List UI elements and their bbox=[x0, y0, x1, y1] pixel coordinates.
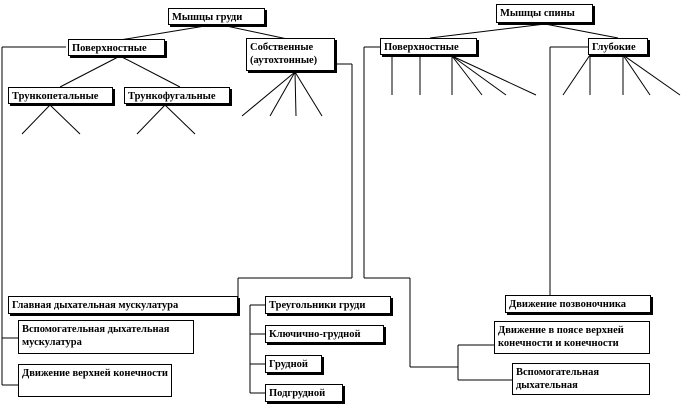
trunkopetal-node: Трункопетальные bbox=[8, 87, 113, 104]
chest-auxiliary-respiratory-box: Вспомогательная дыхательная мускулатура bbox=[18, 320, 194, 354]
back-superficial-node: Поверхностные bbox=[380, 38, 477, 55]
chest-own-autochthonous-node: Собственные (аутохтонные) bbox=[246, 38, 335, 71]
girdle-movement-box: Движение в поясе верхней конечности и ко… bbox=[494, 321, 650, 354]
back-deep-node: Глубокие bbox=[588, 38, 648, 55]
chest-superficial-node: Поверхностные bbox=[68, 39, 165, 56]
chest-muscle-item: Треугольники груди bbox=[265, 296, 391, 314]
upper-limb-movement-box: Движение верхней конечности bbox=[18, 364, 172, 397]
chest-muscle-item: Подгрудной bbox=[265, 384, 343, 402]
spine-movement-box: Движение позвоночника bbox=[505, 295, 651, 313]
chest-muscles-title: Мышцы груди bbox=[168, 8, 265, 25]
chest-muscle-item: Ключично-грудной bbox=[265, 325, 384, 343]
trunkofugal-node: Трункофугальные bbox=[124, 87, 230, 104]
main-respiratory-muscles-box: Главная дыхательная мускулатура bbox=[8, 296, 238, 314]
chest-muscle-item: Грудной bbox=[265, 355, 322, 373]
back-auxiliary-respiratory-box: Вспомогательная дыхательная bbox=[512, 363, 650, 395]
back-muscles-title: Мышцы спины bbox=[496, 4, 593, 23]
